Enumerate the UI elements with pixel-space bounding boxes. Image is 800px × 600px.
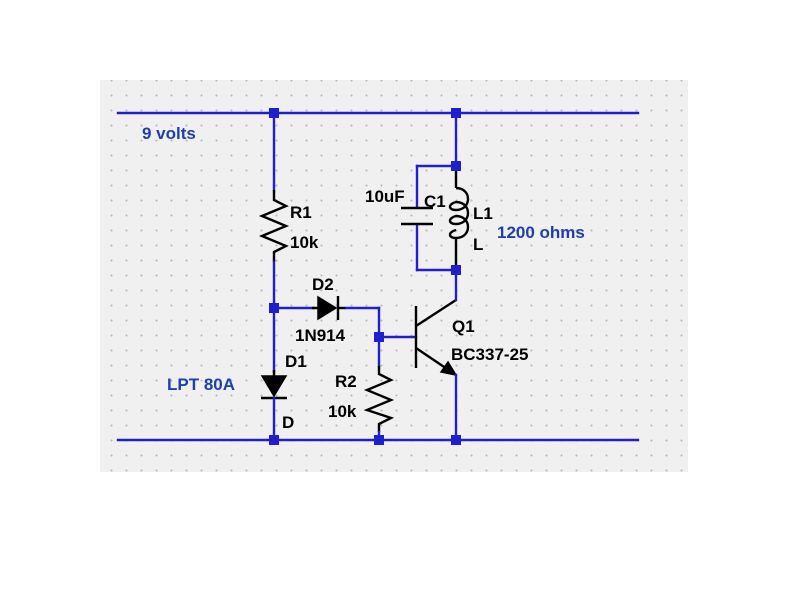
- q1-value-label: BC337-25: [451, 345, 529, 364]
- node-r1-d1: [269, 303, 279, 313]
- d1-value-label: D: [282, 413, 294, 432]
- node-tank-bottom: [451, 265, 461, 275]
- coil-resistance-label: 1200 ohms: [497, 223, 585, 242]
- c1-ref-label: C1: [424, 192, 446, 211]
- node-base: [374, 332, 384, 342]
- r1-ref-label: R1: [290, 203, 312, 222]
- capacitor-c1-symbol: [401, 206, 433, 226]
- r2-ref-label: R2: [335, 372, 357, 391]
- l1-ref-label: L1: [473, 204, 493, 223]
- node-tank-top: [451, 161, 461, 171]
- r1-value-label: 10k: [290, 233, 319, 252]
- node-d1-ground: [269, 435, 279, 445]
- node-coil-top: [451, 108, 461, 118]
- node-r2-ground: [374, 435, 384, 445]
- resistor-r1-symbol: [258, 190, 290, 262]
- d1-ref-label: D1: [285, 352, 307, 371]
- resistor-r2-symbol: [363, 366, 395, 432]
- q1-ref-label: Q1: [452, 317, 475, 336]
- node-r1-top: [269, 108, 279, 118]
- led-net-label: LPT 80A: [167, 375, 235, 394]
- inductor-l1-symbol: [448, 166, 470, 270]
- d2-value-label: 1N914: [295, 326, 346, 345]
- junction-nodes: [269, 108, 461, 445]
- c1-value-label: 10uF: [365, 187, 405, 206]
- schematic-canvas: [100, 80, 688, 472]
- supply-net-label: 9 volts: [142, 124, 196, 143]
- diode-d2-symbol: [312, 295, 346, 321]
- d2-ref-label: D2: [312, 275, 334, 294]
- node-emitter-ground: [451, 435, 461, 445]
- diode-d1-symbol: [260, 370, 288, 400]
- r2-value-label: 10k: [328, 402, 357, 421]
- transistor-q1-symbol: [414, 298, 458, 377]
- l1-value-label: L: [473, 235, 483, 254]
